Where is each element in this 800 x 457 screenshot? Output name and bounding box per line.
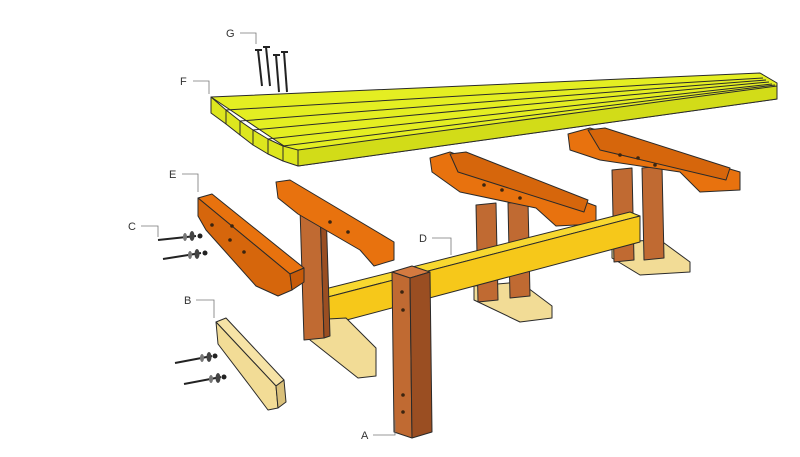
bolt-c-2 [162,249,208,260]
leader-g [240,32,257,44]
slat-seam-1 [225,77,764,111]
top-screws [255,46,288,93]
apron-e-end [289,267,305,291]
bolt-c-1 [157,231,203,241]
slat-seam-5 [282,84,776,147]
near-leg-assembly [275,179,395,379]
label-g: G [226,28,235,40]
near-apron [275,179,395,267]
foot-b-end [275,379,287,409]
slat-end-3 [239,120,254,146]
slat-end-6 [282,145,299,167]
part-labels: G F E C D B A [128,28,427,442]
slat-seam-3 [252,81,770,131]
leader-b [196,299,215,318]
label-e: E [169,169,176,181]
label-d: D [419,233,427,245]
slat-seam-4 [267,83,773,140]
screw-g-2 [263,46,271,87]
slat-seam-2 [239,79,767,122]
leader-a [373,420,396,436]
apron-e [197,193,305,297]
label-c: C [128,221,136,233]
leader-d [432,237,452,255]
far-apron-2 [587,127,731,181]
front-leg-post-a [391,265,433,439]
bolt-b-2 [183,373,227,385]
far-post-right [641,165,665,261]
label-b: B [184,295,191,307]
table-top-slats [210,72,778,167]
leader-f [193,80,210,94]
bolts-c [157,231,208,260]
label-leaders [141,32,452,436]
leader-c [141,225,159,237]
screw-g-3 [273,54,280,93]
bolts-b [174,352,227,385]
label-f: F [180,76,187,88]
post-a-side [409,271,433,439]
bolt-b-1 [174,352,218,364]
label-a: A [361,430,369,442]
screw-g-1 [255,49,263,87]
leader-e [182,173,199,192]
middle-apron-2 [449,151,589,213]
screw-g-4 [281,51,288,93]
foot-b [215,317,287,411]
